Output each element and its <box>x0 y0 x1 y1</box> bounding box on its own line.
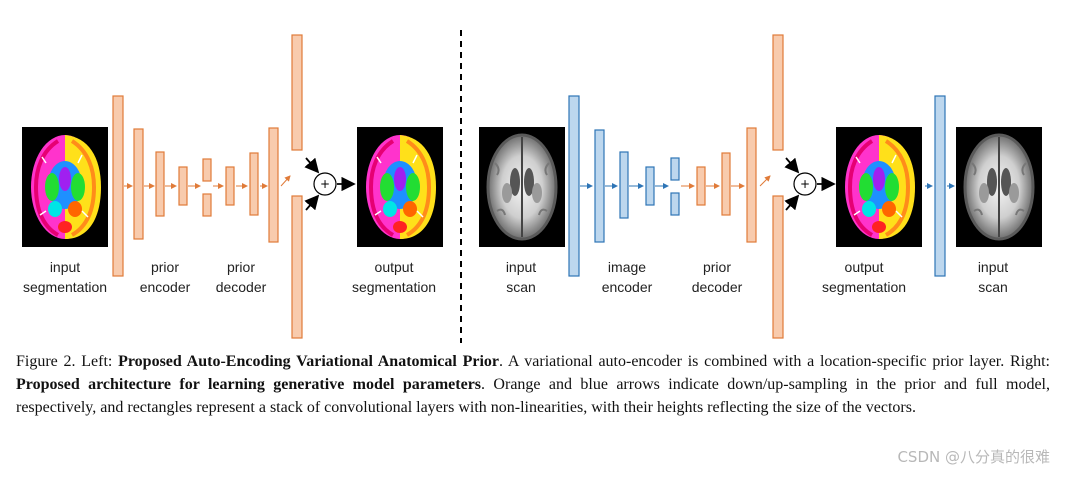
encoder-block-right-2 <box>619 151 629 219</box>
encoder-block-right-0 <box>568 95 580 277</box>
up-arrow-right-diag <box>759 175 771 187</box>
decoder-block-right-0 <box>696 166 706 206</box>
sum-node-left: + <box>313 172 337 196</box>
caption-middle: . A variational auto-encoder is combined… <box>499 353 1051 370</box>
plus-symbol: + <box>320 177 330 191</box>
prior-layer-bottom-right <box>772 195 784 339</box>
layer-block-left-0 <box>112 95 124 277</box>
latent-mean-right <box>670 157 680 181</box>
layer-block-left-mid <box>225 166 235 206</box>
latent-mean-left <box>202 158 212 182</box>
output-segmentation-image-right <box>834 125 924 249</box>
watermark: CSDN @八分真的很难 <box>897 448 1050 466</box>
input-arrow-bottom-right <box>784 194 800 211</box>
prior-layer-top-right <box>772 34 784 151</box>
latent-var-left <box>202 193 212 217</box>
prior-layer-bottom-left <box>291 195 303 339</box>
prior-layer-top-left <box>291 34 303 151</box>
decoder-block-right-1 <box>721 152 731 216</box>
input-arrow-bottom-left <box>304 194 320 211</box>
up-arrow-left-diag <box>280 175 291 187</box>
caption-bold-right: Proposed architecture for learning gener… <box>16 376 482 393</box>
input-arrow-top-right <box>784 157 800 174</box>
layer-block-left-2 <box>155 151 165 217</box>
encoder-block-right-3 <box>645 166 655 206</box>
layer-block-left-4 <box>249 152 259 216</box>
decoder-block-right-2 <box>746 127 757 243</box>
reconstructed-scan-image <box>954 125 1044 249</box>
plus-symbol: + <box>800 177 810 191</box>
input-segmentation-image <box>20 125 110 249</box>
encoder-block-right-1 <box>594 129 605 243</box>
figure-caption: Figure 2. Left: Proposed Auto-Encoding V… <box>16 350 1050 419</box>
output-segmentation-image-left <box>355 125 445 249</box>
layer-block-left-5 <box>268 127 279 243</box>
input-arrow-top-left <box>304 157 320 174</box>
generative-layer-right <box>934 95 946 277</box>
caption-prefix: Figure 2. Left: <box>16 353 119 370</box>
layer-block-left-1 <box>133 128 144 240</box>
layer-block-left-3 <box>178 166 188 206</box>
caption-bold-left: Proposed Auto-Encoding Variational Anato… <box>118 353 500 370</box>
input-scan-image <box>477 125 567 249</box>
sum-node-right: + <box>793 172 817 196</box>
latent-var-right <box>670 192 680 216</box>
caption-suffix: . Orange and blue arrows indicate down/u… <box>16 376 1051 416</box>
